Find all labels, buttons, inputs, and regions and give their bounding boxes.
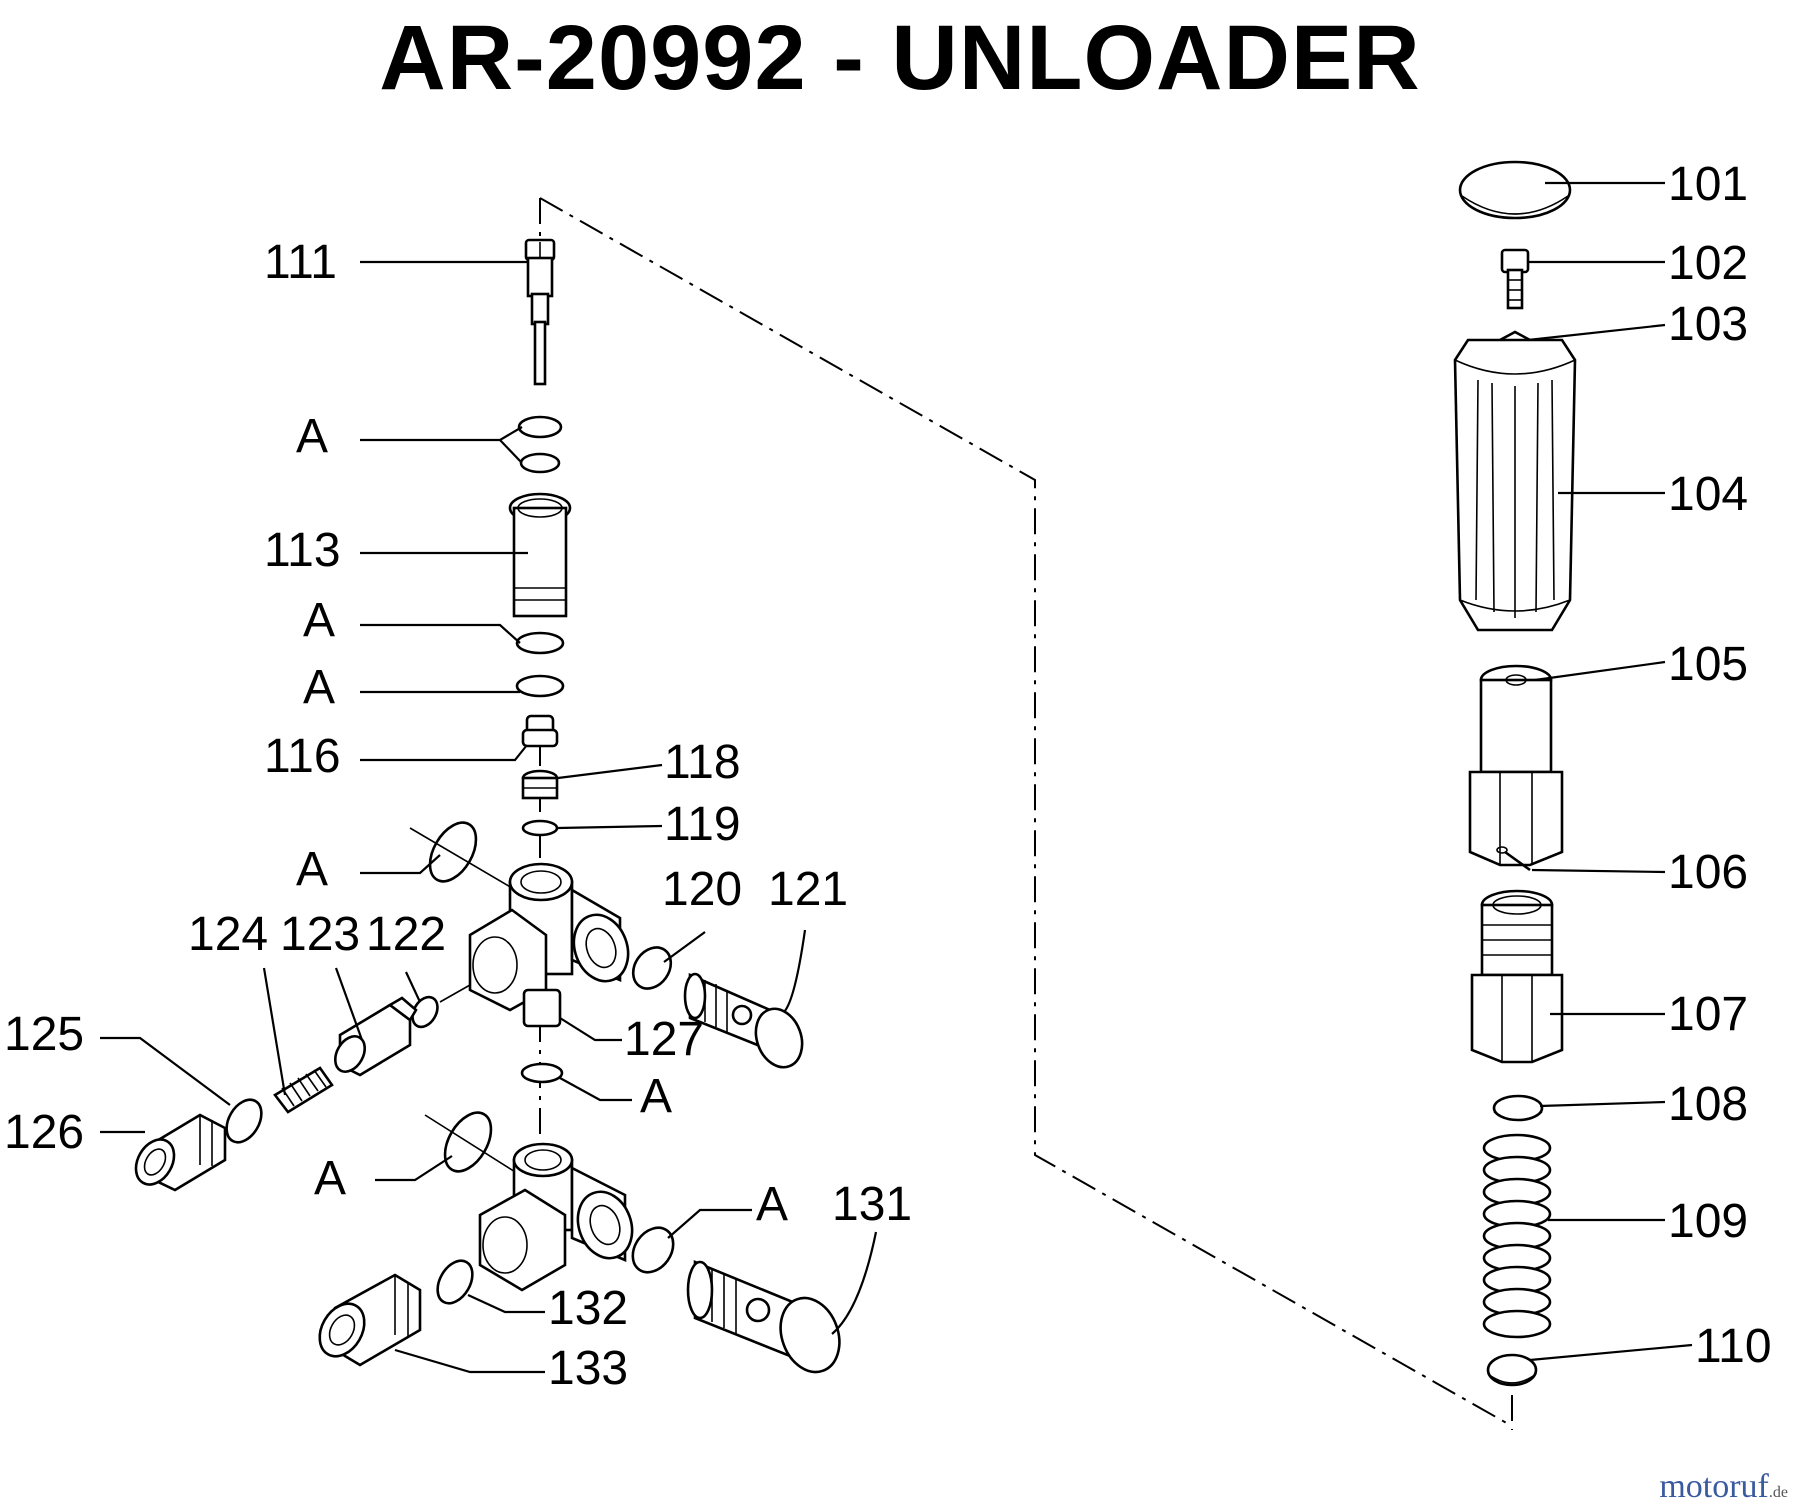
label-102: 102 <box>1668 237 1748 290</box>
o-ring-120 <box>631 946 673 990</box>
label-118: 118 <box>664 736 741 789</box>
label-132: 132 <box>548 1282 628 1335</box>
label-a-7: A <box>756 1178 788 1231</box>
o-ring-a-2 <box>519 452 561 474</box>
upper-manifold-body <box>468 862 630 1028</box>
label-105: 105 <box>1668 638 1748 691</box>
axis-line-a7 <box>424 1114 521 1176</box>
label-121: 121 <box>768 863 848 916</box>
label-110: 110 <box>1695 1320 1772 1373</box>
label-126: 126 <box>4 1106 84 1159</box>
assembly-reference-line <box>539 197 1511 1426</box>
label-133: 133 <box>548 1342 628 1395</box>
label-109: 109 <box>1668 1195 1748 1248</box>
part-105-body <box>1468 664 1564 867</box>
label-a-2: A <box>303 594 335 647</box>
part-111-bolt <box>524 238 556 386</box>
part-124-spring <box>273 1066 334 1114</box>
label-131: 131 <box>832 1178 912 1231</box>
o-ring-119 <box>521 819 559 837</box>
label-111: 111 <box>264 236 337 289</box>
part-110-seat <box>1486 1353 1538 1387</box>
part-101-cap <box>1458 160 1572 220</box>
watermark: motoruf.de <box>1659 1468 1788 1506</box>
part-131-banjo-bolt <box>686 1260 841 1374</box>
part-123-piston <box>333 996 418 1077</box>
part-107-fitting <box>1470 889 1564 1064</box>
lower-manifold-body <box>478 1142 634 1292</box>
label-104: 104 <box>1668 468 1748 521</box>
part-108-washer <box>1492 1094 1544 1122</box>
label-106: 106 <box>1668 846 1748 899</box>
label-103: 103 <box>1668 298 1748 351</box>
label-107: 107 <box>1668 988 1748 1041</box>
label-a-5: A <box>640 1070 672 1123</box>
watermark-tld: .de <box>1768 1484 1788 1501</box>
label-124: 124 <box>188 908 268 961</box>
label-113: 113 <box>264 524 341 577</box>
o-ring-a-4 <box>515 674 565 698</box>
label-108: 108 <box>1668 1078 1748 1131</box>
part-126-fitting <box>134 1113 227 1192</box>
part-133-fitting <box>318 1273 422 1367</box>
diagram-title: AR-20992 - UNLOADER <box>379 7 1421 109</box>
part-118-seat <box>521 769 559 800</box>
label-a-4: A <box>296 843 328 896</box>
label-a-1: A <box>296 410 328 463</box>
label-a-6: A <box>314 1152 346 1205</box>
part-102-screw <box>1500 248 1530 310</box>
label-a-3: A <box>303 661 335 714</box>
label-120: 120 <box>662 863 742 916</box>
o-ring-a-3 <box>515 631 565 655</box>
label-123: 123 <box>280 908 360 961</box>
o-ring-a-6 <box>520 1062 564 1084</box>
part-116-valve <box>521 714 559 748</box>
o-ring-a-1 <box>517 415 563 439</box>
label-116: 116 <box>264 730 341 783</box>
o-ring-132 <box>436 1259 474 1305</box>
label-122: 122 <box>366 908 446 961</box>
part-104-knob <box>1453 338 1577 632</box>
part-109-spring <box>1482 1133 1552 1339</box>
leader-lines <box>100 181 1693 1374</box>
label-127: 127 <box>624 1013 704 1066</box>
o-ring-125 <box>225 1098 263 1144</box>
label-101: 101 <box>1668 158 1748 211</box>
callout-labels: 101 102 103 104 105 106 107 108 109 110 … <box>4 158 1772 1395</box>
o-ring-a-8 <box>631 1226 675 1274</box>
label-119: 119 <box>664 798 741 851</box>
watermark-brand: motoruf <box>1659 1468 1769 1505</box>
part-113-sleeve <box>508 492 572 618</box>
o-ring-a-5 <box>428 821 478 883</box>
part-106-pin <box>1496 846 1531 872</box>
part-121-banjo-bolt <box>683 972 804 1069</box>
axis-line-122 <box>439 984 471 1003</box>
label-125: 125 <box>4 1008 84 1061</box>
o-ring-122 <box>411 995 439 1029</box>
axis-line-a5 <box>409 827 513 889</box>
